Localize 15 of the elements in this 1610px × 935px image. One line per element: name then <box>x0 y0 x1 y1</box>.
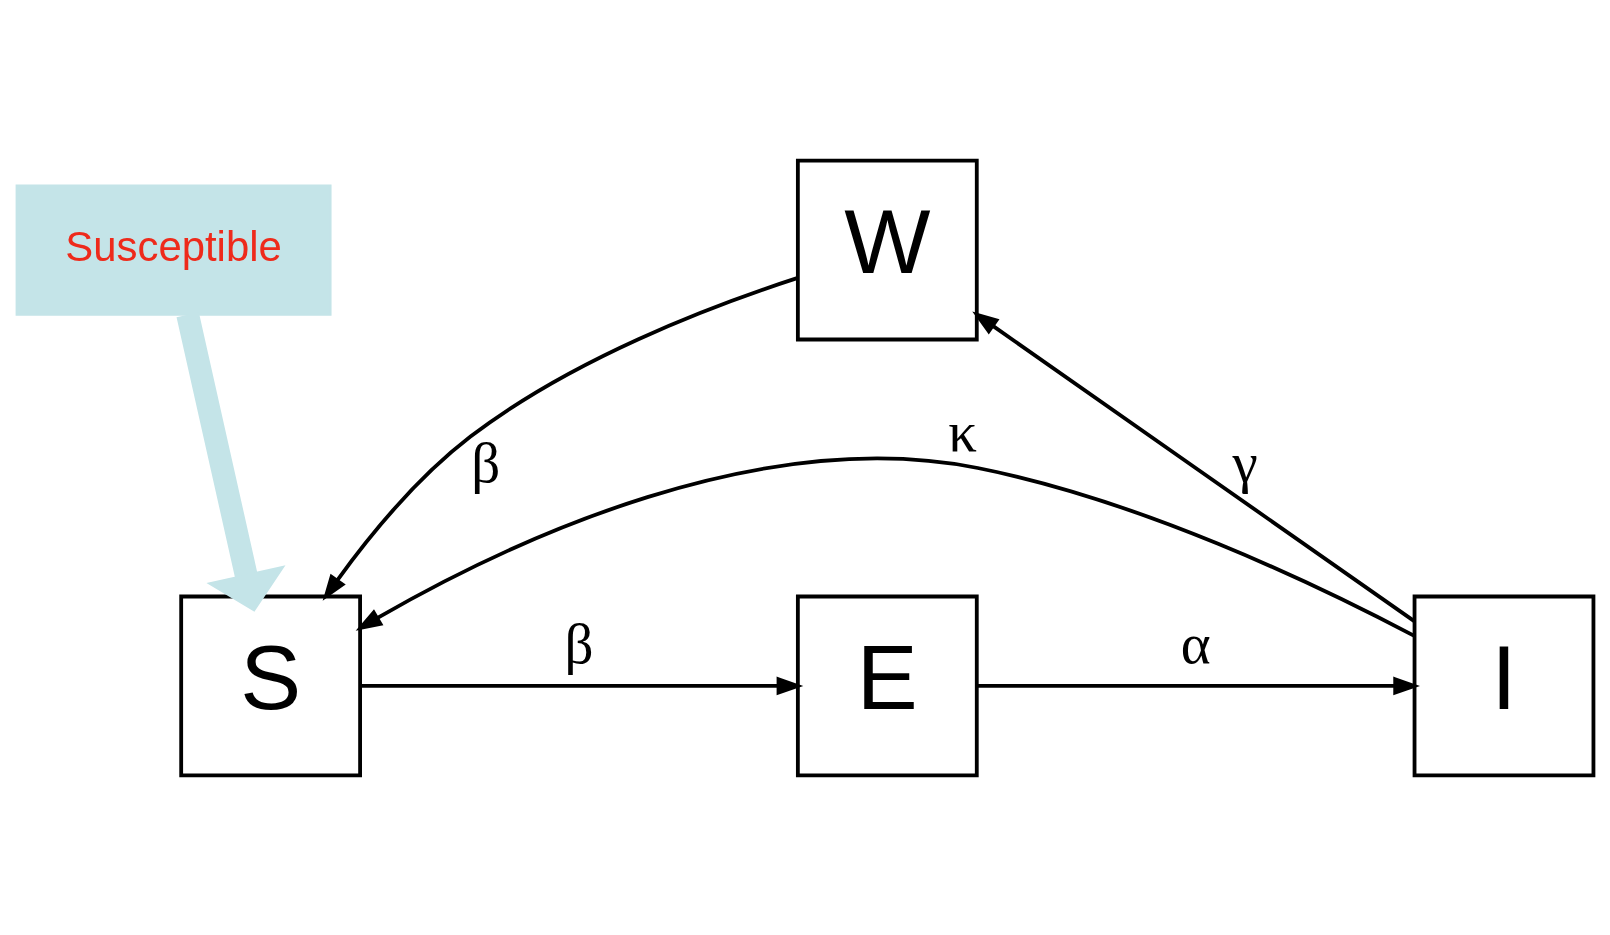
edge-label: β <box>471 430 501 494</box>
arrow <box>322 275 799 601</box>
arrow <box>972 311 1416 623</box>
node-box: E <box>795 594 979 777</box>
node-box: I <box>1412 594 1596 777</box>
node-box: S <box>179 594 362 777</box>
node-box: W <box>795 158 979 341</box>
arrow <box>355 456 1416 638</box>
edge-label: β <box>564 611 594 675</box>
edge-label: α <box>1180 611 1211 675</box>
arrow <box>360 676 804 695</box>
node-box: Susceptible <box>15 183 332 316</box>
edge-label: κ <box>948 399 977 463</box>
arrow <box>977 676 1420 695</box>
edge-label: γ <box>1232 430 1258 494</box>
